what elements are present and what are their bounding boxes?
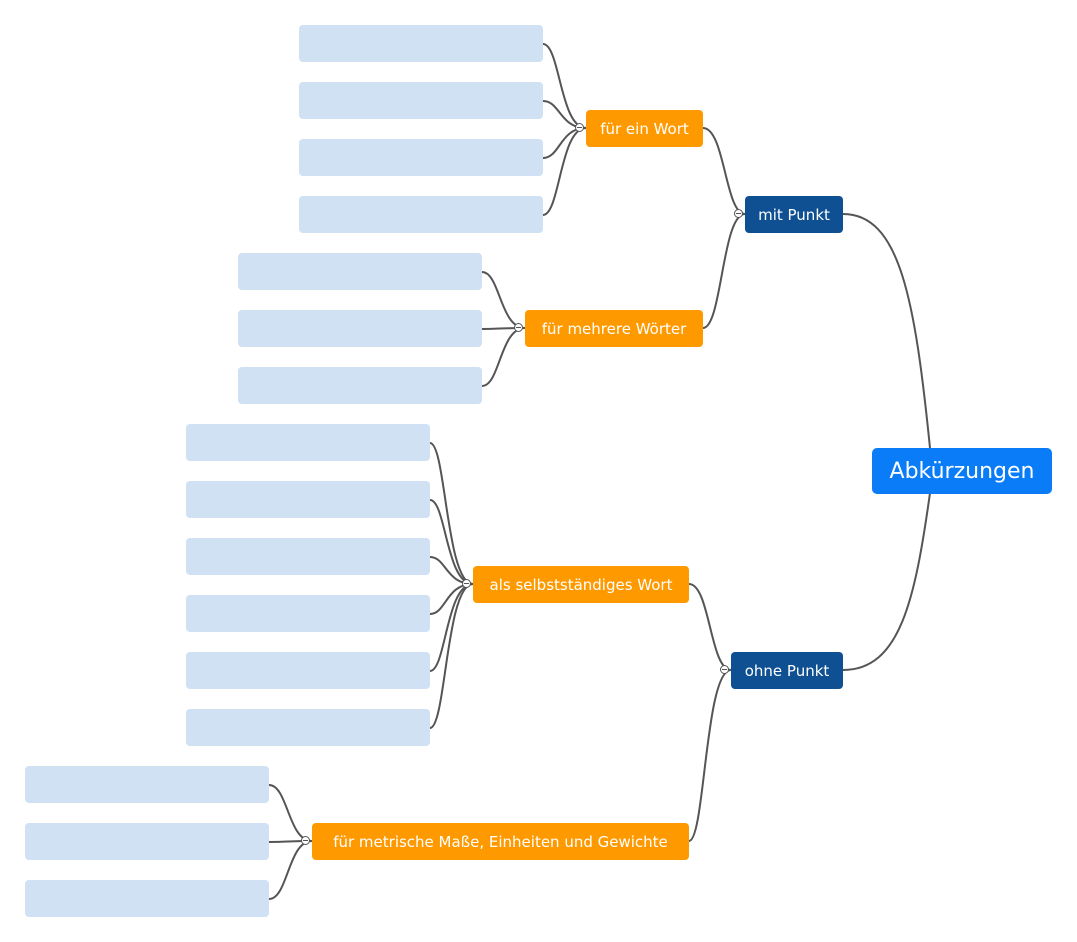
connector-mit-punkt-fuer-mehrere-woerter (702, 213, 746, 329)
sub-branch-fuer-ein-wort[interactable]: für ein Wort (586, 110, 703, 147)
connector-leaf (542, 127, 587, 159)
connector-leaf (268, 784, 313, 842)
collapse-toggle-icon[interactable] (514, 323, 523, 332)
leaf-node[interactable] (186, 652, 430, 689)
sub-branch-als-selbststaendiges-wort[interactable]: als selbstständiges Wort (473, 566, 689, 603)
connector-root-mit-punkt (842, 213, 931, 449)
connector-leaf (542, 127, 587, 216)
leaf-node[interactable] (25, 880, 269, 917)
collapse-toggle-icon[interactable] (462, 579, 471, 588)
connector-ohne-punkt-metrisch (688, 669, 732, 842)
leaf-node[interactable] (299, 82, 543, 119)
connector-root-ohne-punkt (842, 492, 931, 671)
leaf-node[interactable] (186, 538, 430, 575)
leaf-node[interactable] (299, 25, 543, 62)
leaf-node[interactable] (186, 709, 430, 746)
root-node[interactable]: Abkürzungen (872, 448, 1052, 494)
connector-leaf (481, 271, 526, 329)
connector-leaf (429, 583, 474, 729)
leaf-node[interactable] (238, 310, 482, 347)
leaf-node[interactable] (25, 766, 269, 803)
connector-leaf (481, 327, 526, 387)
branch-node-ohne-punkt[interactable]: ohne Punkt (731, 652, 843, 689)
leaf-node[interactable] (299, 139, 543, 176)
connector-leaf (268, 840, 313, 900)
leaf-node[interactable] (186, 595, 430, 632)
leaf-node[interactable] (299, 196, 543, 233)
collapse-toggle-icon[interactable] (301, 836, 310, 845)
connector-ohne-punkt-als-wort (688, 583, 732, 671)
connector-leaf (542, 43, 587, 129)
leaf-node[interactable] (238, 253, 482, 290)
connector-leaf (429, 442, 474, 585)
collapse-toggle-icon[interactable] (575, 123, 584, 132)
leaf-node[interactable] (186, 481, 430, 518)
connector-mit-punkt-fuer-ein-wort (702, 127, 746, 215)
leaf-node[interactable] (186, 424, 430, 461)
leaf-node[interactable] (238, 367, 482, 404)
sub-branch-fuer-mehrere-woerter[interactable]: für mehrere Wörter (525, 310, 703, 347)
leaf-node[interactable] (25, 823, 269, 860)
sub-branch-fuer-metrische-masse[interactable]: für metrische Maße, Einheiten und Gewich… (312, 823, 689, 860)
collapse-toggle-icon[interactable] (734, 209, 743, 218)
branch-node-mit-punkt[interactable]: mit Punkt (745, 196, 843, 233)
collapse-toggle-icon[interactable] (720, 665, 729, 674)
